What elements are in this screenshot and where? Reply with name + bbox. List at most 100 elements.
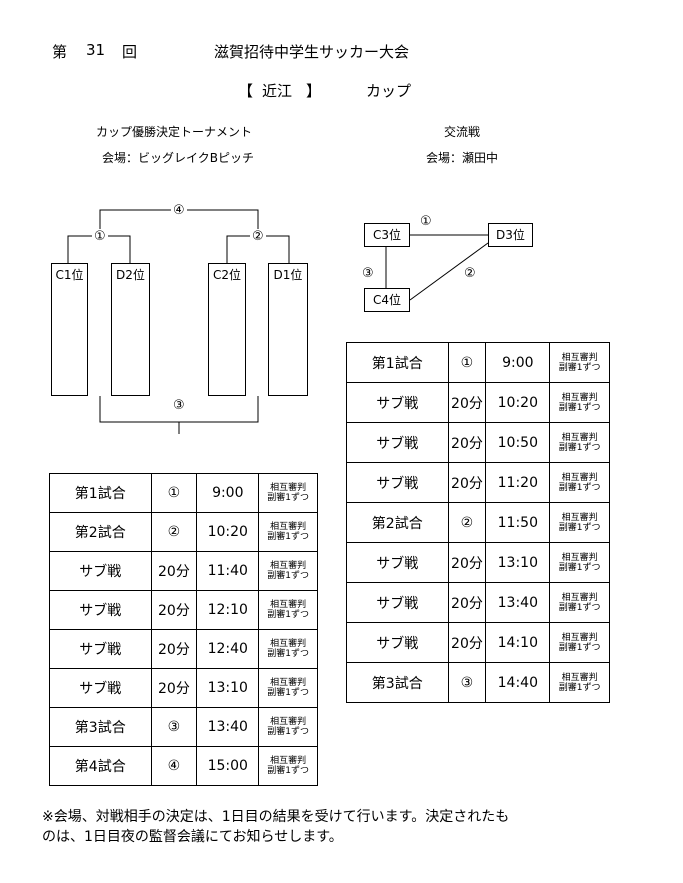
match-name: サブ戦 — [346, 542, 449, 583]
referee-note: 相互審判副審1ずつ — [258, 629, 318, 669]
footer-note: ※会場、対戦相手の決定は、1日目の結果を受けて行います。決定されたも のは、1日… — [42, 807, 509, 847]
referee-note-line-1: 相互審判 — [561, 632, 598, 643]
referee-note-line-1: 相互審判 — [270, 678, 307, 688]
referee-note-line-2: 副審1ずつ — [558, 682, 601, 693]
kickoff-time: 12:40 — [196, 629, 260, 669]
team-box-d3: D3位 — [488, 223, 533, 247]
team-label: C1位 — [55, 268, 84, 282]
cup-label: カップ — [366, 82, 412, 100]
referee-note-line-2: 副審1ずつ — [267, 493, 309, 503]
referee-note-line-1: 相互審判 — [270, 756, 307, 766]
referee-note: 相互審判副審1ずつ — [258, 668, 318, 708]
referee-note-line-2: 副審1ずつ — [267, 571, 309, 581]
referee-note-line-1: 相互審判 — [270, 717, 307, 727]
match-name: サブ戦 — [49, 590, 152, 630]
match-name: 第1試合 — [49, 473, 152, 513]
referee-note-line-2: 副審1ずつ — [558, 442, 601, 453]
group-name: 近江 — [262, 82, 293, 100]
kickoff-time: 12:10 — [196, 590, 260, 630]
exchange-mark-3: ③ — [360, 266, 376, 281]
kickoff-time: 11:20 — [485, 462, 551, 503]
match-mark-3: ③ — [171, 398, 187, 413]
referee-note-line-1: 相互審判 — [561, 472, 598, 483]
team-box-c2: C2位 — [208, 263, 246, 396]
kickoff-time: 15:00 — [196, 746, 260, 786]
match-mark: 20分 — [447, 582, 487, 623]
referee-note-line-1: 相互審判 — [561, 552, 598, 563]
referee-note: 相互審判副審1ずつ — [258, 590, 318, 630]
event-title: 滋賀招待中学生サッカー大会 — [214, 43, 410, 61]
team-label: C2位 — [212, 268, 241, 282]
kickoff-time: 13:10 — [485, 542, 551, 583]
referee-note: 相互審判副審1ずつ — [258, 551, 318, 591]
kickoff-time: 14:40 — [485, 662, 551, 703]
kickoff-time: 10:20 — [485, 382, 551, 423]
referee-note: 相互審判副審1ずつ — [549, 542, 610, 583]
match-mark: 20分 — [150, 629, 198, 669]
match-name: サブ戦 — [49, 629, 152, 669]
match-mark-2: ② — [250, 229, 266, 244]
referee-note-line-1: 相互審判 — [270, 600, 307, 610]
kickoff-time: 13:10 — [196, 668, 260, 708]
referee-note-line-2: 副審1ずつ — [558, 362, 601, 373]
match-name: サブ戦 — [346, 382, 449, 423]
exchange-title: 交流戦 — [444, 125, 481, 139]
edition-suffix: 回 — [122, 43, 138, 61]
footer-note-line-2: のは、1日目夜の監督会議にてお知らせします。 — [42, 829, 343, 845]
match-name: 第3試合 — [346, 662, 449, 703]
team-box-c3: C3位 — [364, 223, 410, 247]
referee-note-line-1: 相互審判 — [270, 522, 307, 532]
group-close-bracket: 】 — [306, 82, 322, 100]
match-name: サブ戦 — [49, 668, 152, 708]
referee-note-line-2: 副審1ずつ — [558, 562, 601, 573]
referee-note: 相互審判副審1ずつ — [549, 382, 610, 423]
match-name: 第1試合 — [346, 342, 449, 383]
match-name: 第2試合 — [49, 512, 152, 552]
referee-note-line-1: 相互審判 — [270, 483, 307, 493]
tournament-title: カップ優勝決定トーナメント — [96, 125, 253, 139]
kickoff-time: 13:40 — [485, 582, 551, 623]
team-box-d1: D1位 — [268, 263, 308, 396]
team-label: D1位 — [273, 268, 303, 282]
exchange-mark-2: ② — [462, 266, 478, 281]
referee-note: 相互審判副審1ずつ — [549, 462, 610, 503]
match-mark: ④ — [150, 746, 198, 786]
match-name: サブ戦 — [49, 551, 152, 591]
match-mark: ① — [150, 473, 198, 513]
referee-note-line-1: 相互審判 — [561, 352, 598, 363]
referee-note: 相互審判副審1ずつ — [549, 422, 610, 463]
kickoff-time: 14:10 — [485, 622, 551, 663]
tournament-venue: 会場：ビッグレイクBピッチ — [102, 151, 254, 165]
referee-note: 相互審判副審1ずつ — [258, 707, 318, 747]
referee-note: 相互審判副審1ずつ — [258, 473, 318, 513]
team-box-c4: C4位 — [364, 288, 410, 312]
team-box-d2: D2位 — [111, 263, 150, 396]
match-mark-4: ④ — [171, 203, 187, 218]
edition-number: 31 — [86, 41, 106, 59]
kickoff-time: 13:40 — [196, 707, 260, 747]
referee-note: 相互審判副審1ずつ — [258, 746, 318, 786]
match-mark: ③ — [447, 662, 487, 703]
referee-note: 相互審判副審1ずつ — [549, 342, 610, 383]
match-mark: 20分 — [447, 382, 487, 423]
kickoff-time: 10:50 — [485, 422, 551, 463]
kickoff-time: 9:00 — [485, 342, 551, 383]
edition-prefix: 第 — [52, 43, 68, 61]
group-open-bracket: 【 — [238, 82, 254, 100]
referee-note-line-1: 相互審判 — [270, 561, 307, 571]
match-mark: 20分 — [447, 542, 487, 583]
